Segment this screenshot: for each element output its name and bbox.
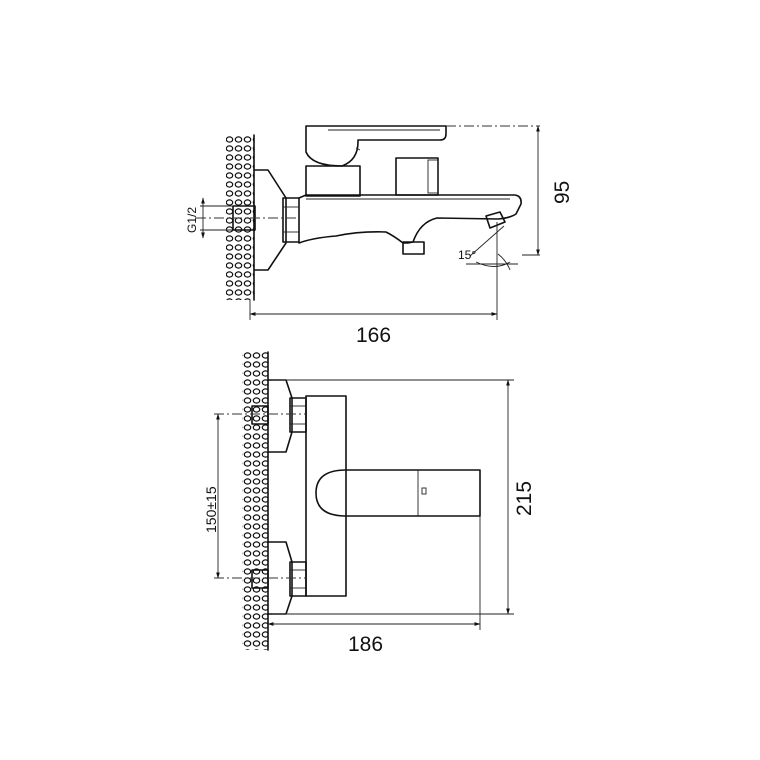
side-spout-tip (485, 211, 506, 229)
side-nut (282, 197, 300, 243)
front-height-label: 215 (513, 481, 536, 516)
side-diverter-knob (395, 157, 439, 196)
side-cartridge (305, 165, 361, 197)
side-height-label: 95 (551, 181, 574, 204)
front-view: 150±15 215 186 (203, 351, 536, 656)
side-lever (305, 125, 447, 167)
side-width-label: 166 (356, 324, 391, 347)
side-wall-hatch (226, 135, 254, 300)
front-width-label: 186 (348, 633, 383, 656)
front-body (305, 395, 347, 597)
front-handle (315, 469, 481, 517)
spout-angle-label: 15° (458, 248, 476, 262)
inlet-spacing-label: 150±15 (203, 486, 219, 533)
thread-size-label: G1/2 (185, 207, 199, 233)
side-flange (253, 169, 287, 271)
front-flange-top (267, 379, 293, 453)
front-wall-hatch (242, 352, 268, 650)
side-outlet-stem (402, 241, 425, 255)
side-view: G1/2 15° 95 166 (185, 125, 574, 347)
